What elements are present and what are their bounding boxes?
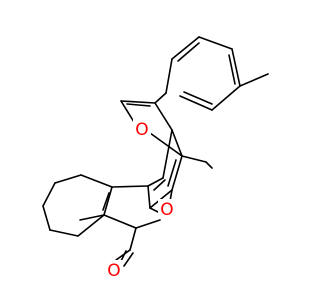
bond-line	[228, 54, 236, 85]
bond-line	[42, 205, 51, 231]
lactone-oxygen-label: O	[160, 200, 173, 220]
bond-line	[147, 185, 151, 209]
molecule-structure: O O O	[42, 36, 269, 281]
bond-line	[80, 174, 113, 188]
bond-line	[165, 58, 173, 94]
bond-line	[79, 214, 105, 221]
bond-line	[120, 100, 135, 123]
bond-line	[162, 129, 173, 179]
bond-line	[135, 219, 161, 229]
bond-line	[103, 186, 113, 216]
bond-line	[149, 207, 159, 213]
bond-line	[181, 155, 207, 163]
bond-line	[102, 192, 110, 211]
bond-line	[123, 252, 134, 267]
bond-lines	[42, 36, 269, 267]
bond-line	[153, 179, 166, 191]
bond-line	[183, 91, 213, 105]
bond-line	[49, 229, 79, 237]
bond-line	[171, 36, 200, 60]
bond-line	[198, 36, 233, 50]
bond-line	[179, 95, 213, 111]
atom-o-carbonyl: O	[105, 260, 123, 281]
bond-line	[129, 227, 137, 251]
bond-line	[231, 48, 241, 87]
bond-line	[115, 249, 131, 261]
furan-oxygen-label: O	[135, 120, 148, 140]
atom-o-furan: O	[133, 119, 151, 140]
bond-line	[77, 214, 105, 237]
bond-line	[239, 73, 269, 87]
bond-line	[167, 159, 177, 187]
atom-o-lactone: O	[158, 199, 176, 220]
bond-line	[177, 42, 200, 62]
bond-line	[171, 155, 183, 191]
bond-line	[154, 102, 173, 131]
carbonyl-oxygen-label: O	[107, 261, 120, 281]
bond-line	[111, 185, 149, 188]
bond-line	[171, 129, 183, 157]
bond-line	[126, 103, 151, 107]
bond-line	[120, 100, 156, 104]
bond-line	[154, 92, 167, 104]
bond-line	[149, 132, 183, 157]
bond-line	[211, 85, 241, 111]
bond-line	[42, 182, 56, 207]
bond-line	[205, 161, 213, 169]
bond-line	[103, 214, 137, 229]
bond-line	[147, 177, 164, 187]
bond-line	[54, 174, 82, 184]
